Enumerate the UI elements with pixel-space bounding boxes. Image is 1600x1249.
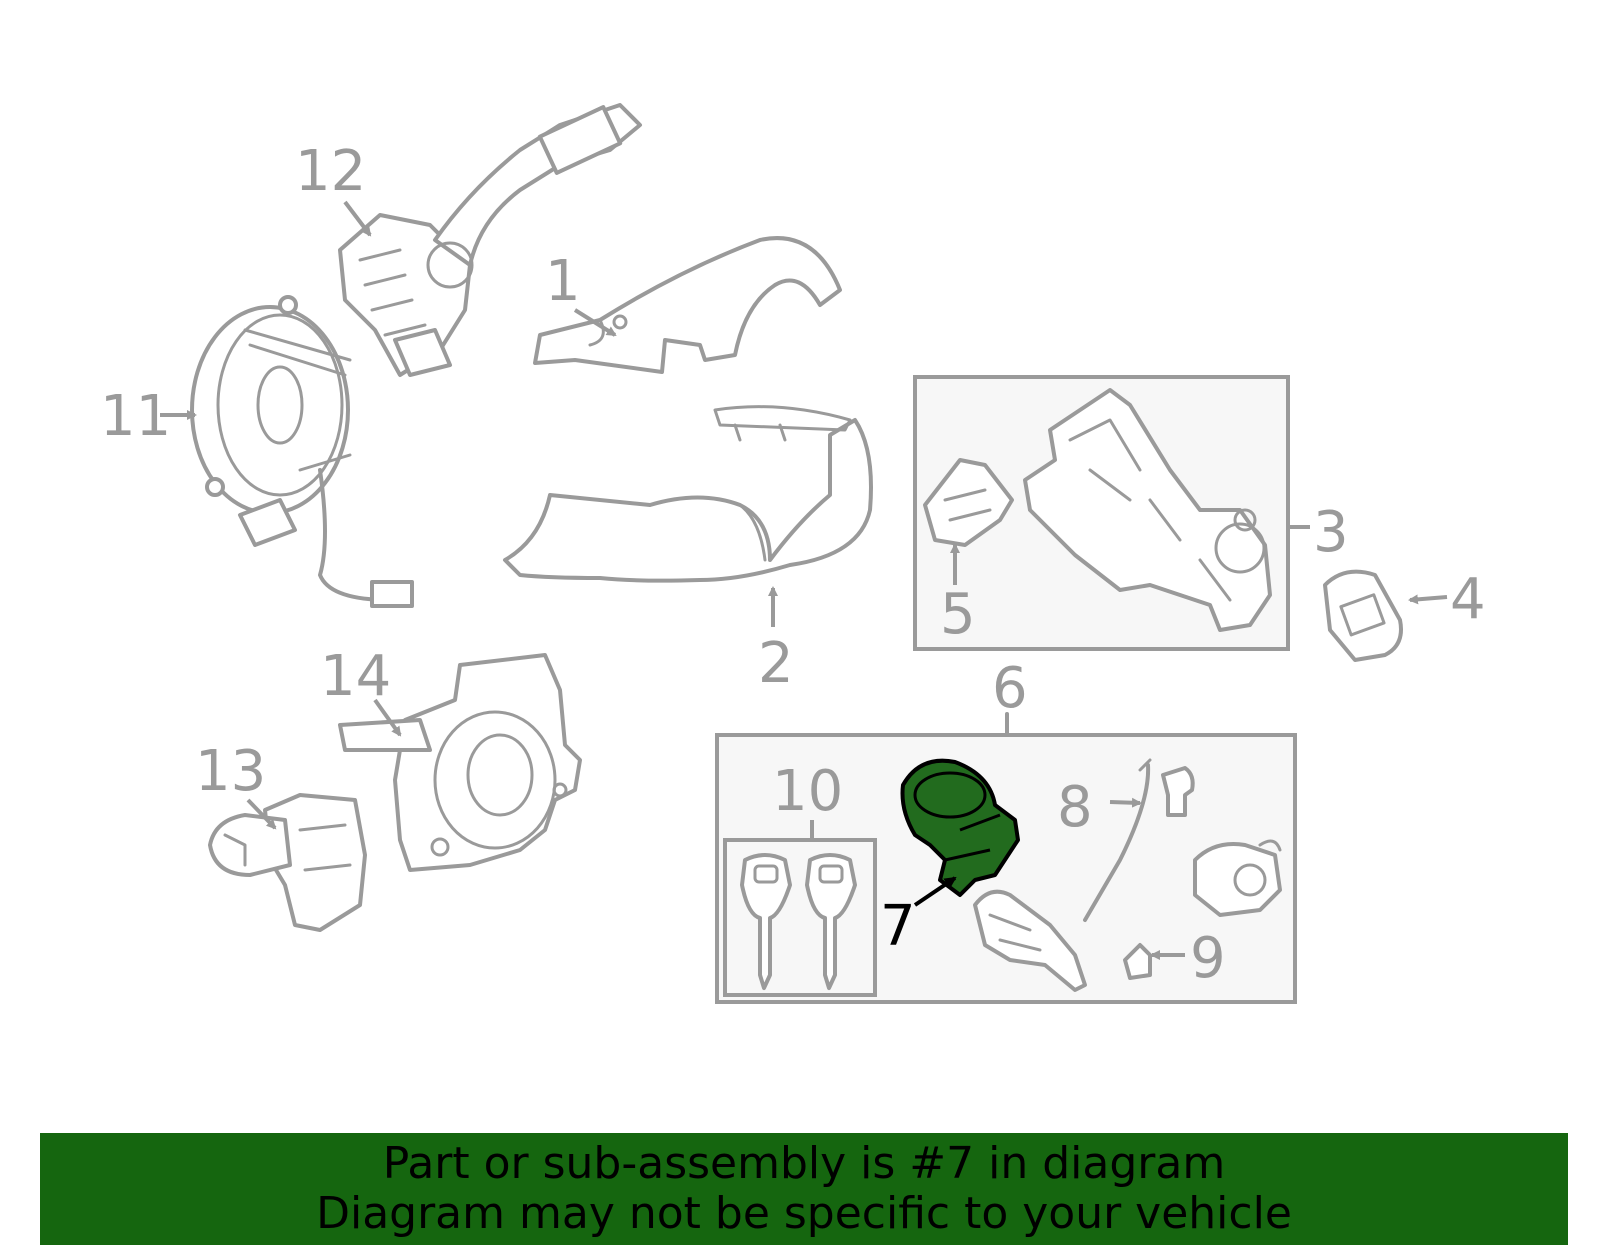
info-banner: Part or sub-assembly is #7 in diagram Di…: [40, 1133, 1568, 1245]
part-13-wiper-switch[interactable]: [208, 793, 367, 932]
part-12-combination-switch[interactable]: [338, 103, 642, 377]
part-14-switch-assembly[interactable]: [338, 653, 582, 872]
callout-6: 6: [992, 656, 1028, 721]
part-3-steering-lock[interactable]: [1023, 388, 1272, 632]
callout-11: 11: [100, 384, 171, 449]
part-ignition-switch-detail[interactable]: [973, 889, 1087, 992]
part-11-clock-spring[interactable]: [190, 295, 414, 608]
callout-1: 1: [545, 249, 581, 314]
part-2-lower-cover[interactable]: [503, 405, 873, 583]
callout-2: 2: [758, 631, 794, 696]
banner-line-2: Diagram may not be specific to your vehi…: [316, 1188, 1292, 1239]
part-10-keys[interactable]: [740, 853, 857, 990]
callout-13: 13: [195, 739, 266, 804]
callout-5: 5: [940, 582, 976, 647]
callout-9: 9: [1190, 926, 1226, 991]
banner-line-1: Part or sub-assembly is #7 in diagram: [382, 1138, 1226, 1189]
part-8-link-rod[interactable]: [1083, 758, 1195, 922]
callout-8: 8: [1057, 775, 1093, 840]
part-9-clip[interactable]: [1123, 943, 1152, 980]
part-4-lock-cylinder[interactable]: [1323, 569, 1403, 662]
part-lock-housing[interactable]: [1193, 839, 1282, 917]
callout-14: 14: [320, 644, 391, 709]
part-7-highlighted[interactable]: [900, 758, 1020, 897]
callout-10: 10: [772, 759, 843, 824]
part-1-upper-cover[interactable]: [533, 236, 842, 374]
callout-3: 3: [1313, 500, 1349, 565]
callout-12: 12: [295, 139, 366, 204]
callout-4: 4: [1450, 567, 1486, 632]
callout-7: 7: [880, 894, 916, 959]
part-5-ignition-switch[interactable]: [923, 458, 1014, 547]
